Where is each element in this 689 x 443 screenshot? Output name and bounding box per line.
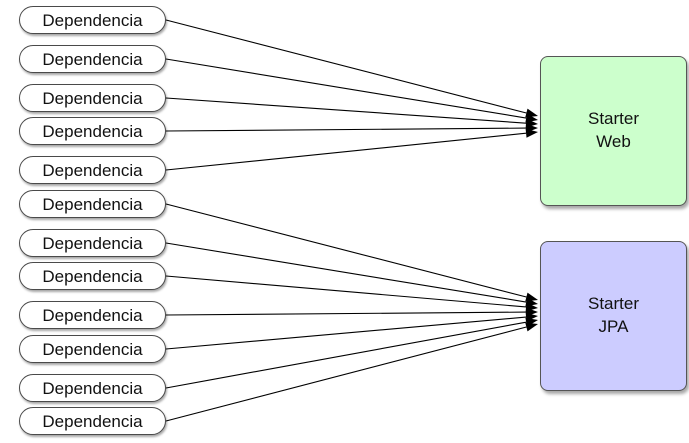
dependency-arrow-line [165, 203, 527, 298]
dependency-box: Dependencia [19, 156, 166, 184]
dependency-box: Dependencia [19, 374, 166, 402]
dependency-box: Dependencia [19, 117, 166, 145]
dependency-label: Dependencia [42, 305, 143, 325]
dependency-arrow-line [165, 311, 527, 316]
dependency-arrow-line [165, 316, 527, 350]
dependency-box: Dependencia [19, 229, 166, 257]
dependency-label: Dependencia [42, 121, 143, 141]
dependency-box: Dependencia [19, 6, 166, 34]
starter-web-label-line1: Starter [587, 109, 640, 129]
dependency-label: Dependencia [42, 160, 143, 180]
dependency-label: Dependencia [42, 194, 143, 214]
starter-jpa-label-line2: JPA [598, 317, 629, 336]
starter-web-box: Starter Web [540, 56, 687, 206]
dependency-label: Dependencia [42, 378, 143, 398]
arrowhead-icon [525, 322, 538, 332]
dependency-box: Dependencia [19, 45, 166, 73]
dependency-arrow-line [165, 58, 527, 119]
dependency-box: Dependencia [19, 335, 166, 363]
dependency-label: Dependencia [42, 339, 143, 359]
dependency-arrow-line [165, 321, 527, 389]
dependency-label: Dependencia [42, 49, 143, 69]
dependency-label: Dependencia [42, 10, 143, 30]
dependency-arrow-line [165, 127, 527, 132]
dependency-box: Dependencia [19, 84, 166, 112]
dependency-box: Dependencia [19, 407, 166, 435]
dependency-arrow-line [165, 275, 527, 308]
starter-jpa-label-line1: Starter [587, 294, 640, 314]
dependency-arrow-line [165, 19, 527, 114]
dependency-box: Dependencia [19, 262, 166, 290]
dependency-label: Dependencia [42, 88, 143, 108]
starter-jpa-box: Starter JPA [540, 241, 687, 391]
dependency-label: Dependencia [42, 266, 143, 286]
dependency-label: Dependencia [42, 233, 143, 253]
dependency-arrow-line [165, 132, 527, 171]
dependency-box: Dependencia [19, 190, 166, 218]
dependency-box: Dependencia [19, 301, 166, 329]
dependency-arrow-line [165, 326, 527, 422]
starter-web-label-line2: Web [596, 132, 631, 151]
dependency-arrow-line [165, 242, 527, 303]
dependency-arrow-line [165, 97, 527, 124]
arrowhead-icon [525, 128, 538, 138]
dependency-label: Dependencia [42, 411, 143, 431]
